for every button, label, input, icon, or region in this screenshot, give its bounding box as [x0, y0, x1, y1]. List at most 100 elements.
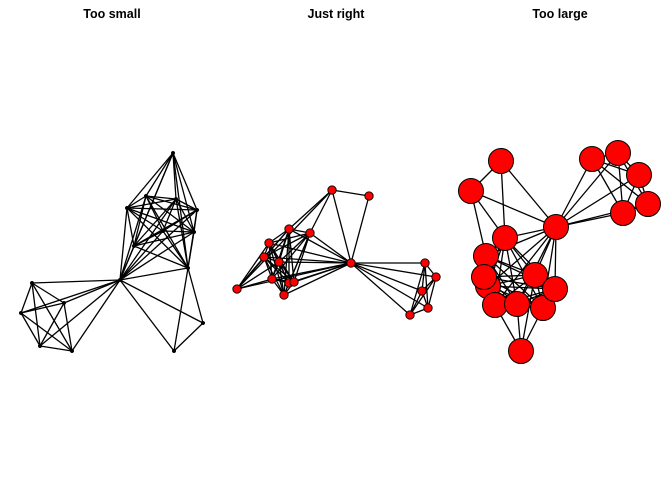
network-edge — [39, 345, 73, 352]
network-edge — [283, 262, 352, 296]
network-panel-just-right — [232, 185, 441, 320]
network-edge — [119, 267, 189, 281]
network-edge — [119, 279, 204, 324]
network-edge — [145, 195, 164, 232]
network-edge — [236, 262, 352, 290]
network-edge — [20, 282, 33, 314]
network-panel-too-small — [18, 150, 206, 354]
network-edge — [427, 276, 437, 309]
network-node — [18, 310, 24, 316]
network-node — [579, 146, 605, 172]
network-edge — [236, 189, 333, 290]
panel-title-just-right: Just right — [307, 7, 365, 21]
network-edge — [119, 279, 175, 352]
network-node — [143, 193, 149, 199]
panel-title-too-small: Too small — [83, 7, 141, 21]
network-node — [542, 276, 568, 302]
network-edge — [500, 160, 557, 228]
network-node — [471, 264, 497, 290]
network-node — [69, 348, 75, 354]
network-edge — [162, 209, 198, 232]
network-edge — [31, 279, 121, 284]
network-edge — [268, 242, 352, 264]
network-node — [482, 292, 508, 318]
network-edge — [20, 312, 73, 352]
network-node — [605, 140, 631, 166]
network-edge — [63, 302, 73, 352]
network-node — [267, 274, 277, 284]
network-node — [522, 262, 548, 288]
network-node — [420, 258, 430, 268]
network-node — [124, 205, 130, 211]
network-edge — [409, 276, 437, 316]
network-node — [346, 258, 356, 268]
network-node — [488, 148, 514, 174]
network-node — [131, 243, 137, 249]
network-node — [364, 191, 374, 201]
network-edge — [31, 282, 41, 347]
network-node — [405, 310, 415, 320]
network-edge — [20, 312, 41, 347]
network-edge — [278, 261, 352, 264]
network-edge — [187, 267, 204, 324]
network-edge — [145, 195, 177, 200]
network-edge — [126, 195, 147, 209]
network-edge — [39, 302, 65, 347]
network-node — [29, 280, 35, 286]
network-edge — [119, 198, 177, 281]
network-edge — [175, 198, 195, 233]
network-edge — [331, 189, 352, 264]
network-node — [264, 238, 274, 248]
network-edge — [288, 228, 352, 264]
network-edge — [350, 195, 370, 264]
network-edge — [162, 230, 195, 233]
network-edge — [119, 195, 147, 281]
network-node — [423, 303, 433, 313]
network-node — [274, 257, 284, 267]
network-edge — [126, 207, 198, 211]
network-node — [458, 178, 484, 204]
network-node — [305, 228, 315, 238]
network-edge — [494, 226, 557, 306]
network-edge — [31, 282, 73, 352]
network-edge — [133, 198, 177, 247]
network-edge — [63, 279, 121, 304]
network-node — [610, 200, 636, 226]
network-edge — [119, 230, 164, 281]
network-edge — [288, 189, 333, 230]
network-edge — [31, 282, 65, 304]
network-node — [160, 228, 166, 234]
network-edge — [350, 262, 437, 278]
network-node — [61, 300, 67, 306]
network-node — [170, 150, 176, 156]
network-edge — [71, 279, 121, 352]
network-node — [37, 343, 43, 349]
network-node — [508, 338, 534, 364]
network-edge — [133, 245, 189, 269]
network-edge — [162, 198, 177, 232]
network-node — [492, 225, 518, 251]
network-edge — [268, 232, 311, 244]
network-edge — [293, 262, 352, 283]
network-node — [200, 320, 206, 326]
network-edge — [487, 226, 557, 287]
network-edge — [172, 152, 189, 269]
network-node — [117, 277, 123, 283]
network-edge — [350, 262, 411, 316]
network-edge — [331, 189, 370, 197]
network-node — [635, 191, 661, 217]
network-node — [259, 252, 269, 262]
network-edge — [20, 279, 121, 314]
network-edge — [173, 322, 204, 352]
network-edge — [236, 242, 270, 290]
network-node — [185, 265, 191, 271]
network-node — [431, 272, 441, 282]
network-edge — [309, 189, 333, 234]
network-edge — [119, 245, 135, 281]
network-edge — [236, 261, 280, 290]
network-edge — [309, 232, 352, 264]
network-panel-too-large — [458, 140, 661, 364]
network-node — [173, 196, 179, 202]
network-node — [194, 207, 200, 213]
